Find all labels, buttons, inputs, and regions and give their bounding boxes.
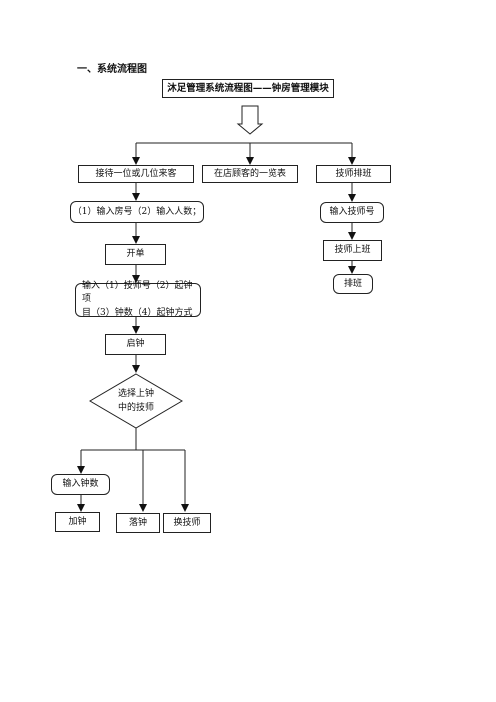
section-heading: 一、系统流程图 xyxy=(77,64,147,75)
node-end-clock: 落钟 xyxy=(116,513,160,533)
node-input-clock-count: 输入钟数 xyxy=(51,474,110,495)
node-start-clock: 启钟 xyxy=(105,334,166,355)
node-add-clock: 加钟 xyxy=(55,512,100,532)
node-tech-schedule: 技师排班 xyxy=(316,165,391,183)
hollow-down-arrow xyxy=(236,105,264,135)
node-guest-list: 在店顾客的一览表 xyxy=(202,165,298,183)
decision-line1: 选择上钟 xyxy=(117,389,154,399)
decision-line2: 中的技师 xyxy=(117,402,154,413)
node-open-order: 开单 xyxy=(105,244,166,265)
node-change-tech: 换技师 xyxy=(163,513,211,533)
node-input-room-people: （1）输入房号（2）输入人数； xyxy=(70,201,204,223)
decision-label: 选择上钟 中的技师 xyxy=(106,388,166,415)
node-queue: 排班 xyxy=(333,274,373,294)
node-input-tech-no: 输入技师号 xyxy=(320,202,384,223)
input-details-line2: 目（3）钟数（4）起钟方式 xyxy=(82,307,193,318)
node-input-details: 输入（1）技师号（2）起钟项 目（3）钟数（4）起钟方式 xyxy=(75,280,201,318)
node-tech-on-duty: 技师上班 xyxy=(323,240,382,261)
input-details-line1: 输入（1）技师号（2）起钟项 xyxy=(82,280,193,305)
node-receive-guests: 接待一位或几位来客 xyxy=(78,165,194,183)
diagram-title: 沐足管理系统流程图——钟房管理模块 xyxy=(162,79,334,98)
